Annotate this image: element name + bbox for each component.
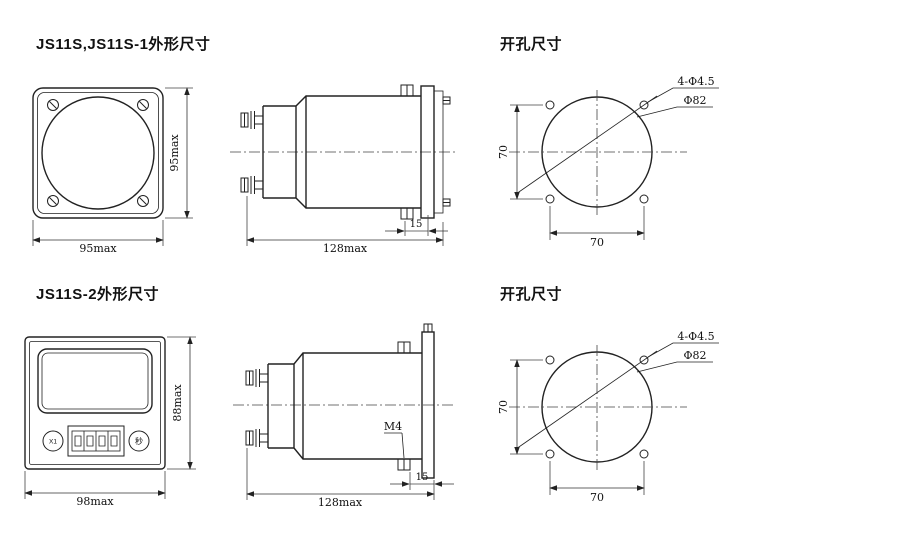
center-lines [509,90,687,216]
js11s2-front-view: X1 秒 98max 88max [24,336,196,508]
js11s1-hole-diagram: 4-Φ4.5 Φ82 70 70 [497,75,719,249]
display-window-outer [37,348,153,414]
unit-knob-label: 秒 [135,436,143,446]
bezel-inner-line [37,92,159,214]
leader-lines [636,87,719,118]
front-cap [433,90,444,214]
mounting-clamps [397,341,411,471]
length-dim-label: 128max [318,496,363,509]
dim-extension-lines [510,359,645,495]
h-spacing-label: 70 [590,491,604,504]
js11s2-side-view: M4 15 128max [233,323,455,509]
diameter-line [515,95,658,195]
cutout-dia-label: Φ82 [683,94,706,107]
v-spacing-label: 70 [497,400,510,414]
mount-holes-label: 4-Φ4.5 [677,330,714,343]
dim-extension-lines [24,336,196,499]
section-title-js11s1: JS11S,JS11S-1外形尺寸 [36,36,211,53]
js11s1-side-view: 128max 15 [230,84,458,255]
terminal-screws [245,369,268,447]
v-spacing-label: 70 [497,145,510,159]
dim-extension-lines [510,104,645,240]
height-dim-label: 88max [171,384,184,422]
width-dim-label: 95max [79,242,117,255]
mounting-clamps [400,84,414,220]
housing-outline [267,352,422,460]
section-title-hole-bottom: 开孔尺寸 [500,286,563,303]
panel-screws [442,96,451,207]
center-lines [509,345,687,471]
bezel-inner-line [29,341,161,465]
dim-extension-lines [32,87,193,246]
unit-knob [128,430,150,452]
cutout-dia-label: Φ82 [683,349,706,362]
dim-extension-lines [246,196,444,246]
panel-screw [423,323,433,333]
width-dim-label: 98max [76,495,114,508]
mount-holes [545,355,649,459]
diameter-line [515,350,658,450]
section-title-js11s2: JS11S-2外形尺寸 [36,286,160,303]
reset-knob-label: X1 [49,439,57,446]
bezel-outline [24,336,166,470]
digit-counter [67,425,125,457]
js11s1-front-view: 95max 95max [32,87,193,255]
reset-knob [42,430,64,452]
length-dim-label: 128max [323,242,368,255]
h-spacing-label: 70 [590,236,604,249]
gap-dim-label: 15 [410,219,423,230]
height-dim-label: 95max [168,134,181,172]
display-window-inner [41,352,149,410]
thread-leader [384,432,405,459]
thread-label: M4 [384,420,402,433]
corner-screws [47,99,149,207]
dim-extension-lines [246,448,435,500]
mount-holes [545,100,649,204]
mount-holes-label: 4-Φ4.5 [677,75,714,88]
gap-dim-label: 15 [416,472,429,483]
housing-outline [262,95,421,209]
section-title-hole-top: 开孔尺寸 [500,36,563,53]
meter-face-circle [41,96,155,210]
leader-lines [636,342,719,373]
js11s2-hole-diagram: 4-Φ4.5 Φ82 70 70 [497,330,719,504]
bezel-outline [32,87,164,219]
terminal-screws [240,111,263,194]
